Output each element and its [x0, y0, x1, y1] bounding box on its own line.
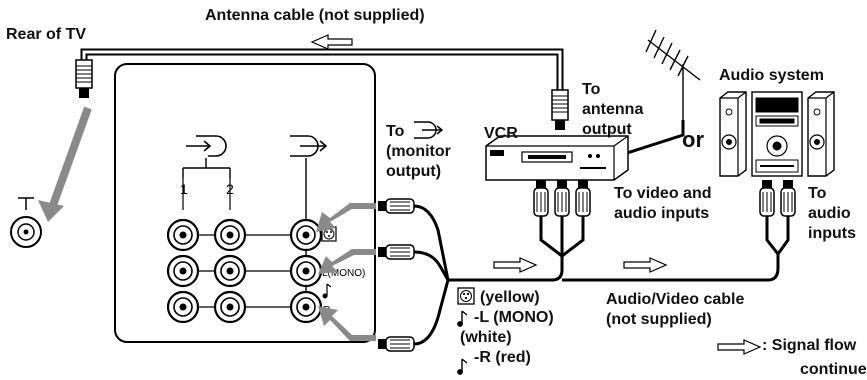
jack[interactable] [213, 218, 247, 252]
audio-rca-plugs [759, 180, 796, 217]
vcr-rca-plugs [533, 180, 591, 217]
audio-system-device [719, 91, 835, 177]
vcr-antenna-plug [551, 89, 569, 130]
jack[interactable] [166, 290, 200, 324]
hollow-arrow-icon [717, 339, 762, 355]
av-cable-label: Audio/Video cable (not supplied) [606, 291, 745, 328]
audio-note-icon [457, 310, 468, 327]
input-bracket [182, 158, 307, 318]
antenna-plug [75, 59, 93, 98]
outdoor-antenna-icon [623, 29, 701, 156]
output-arrow-icon [414, 121, 444, 139]
jack[interactable] [166, 218, 200, 252]
video-jack-icon [321, 226, 337, 242]
audio-note-icon [322, 283, 332, 299]
hollow-arrow-icon [623, 257, 668, 273]
to-audio-inputs-label: To audio inputs [808, 185, 856, 242]
jack[interactable] [213, 290, 247, 324]
output-arrow-icon [290, 135, 328, 157]
vcr-cable-bundle [448, 216, 585, 282]
jack[interactable] [289, 218, 323, 252]
jack[interactable] [289, 290, 323, 324]
or-label: or [682, 127, 704, 152]
vcr-label: VCR [484, 125, 518, 142]
gray-arrow [316, 203, 376, 341]
video-jack-icon [457, 287, 475, 305]
signal-flow-label: : Signal flow [762, 337, 857, 354]
continued-label: continued [800, 361, 867, 378]
audio-note-icon [457, 358, 468, 375]
hollow-arrow-icon [493, 257, 538, 273]
antenna-socket [10, 197, 42, 248]
tv-cable-bundle [413, 204, 450, 346]
to-video-audio-inputs-label: To video and audio inputs [614, 185, 712, 222]
cable-color-legend: (yellow) -L (MONO) (white) -R (red) [460, 289, 554, 366]
tv-rca-plugs [378, 198, 415, 352]
tv-jacks [166, 218, 323, 324]
l-mono-label: L(MONO) [322, 268, 365, 279]
audio-cable [562, 216, 790, 282]
hollow-arrow-icon [310, 34, 353, 50]
input-arrow-icon [186, 135, 227, 157]
vcr-device [485, 135, 629, 181]
rear-of-tv-label: Rear of TV [6, 26, 87, 43]
tv-rear-panel [114, 63, 376, 343]
audio-system-label: Audio system [719, 67, 824, 84]
to-antenna-output-label: To antenna output [582, 81, 644, 138]
jack[interactable] [213, 254, 247, 288]
gray-arrow [48, 106, 92, 210]
input-1-label: 1 [180, 181, 188, 197]
to-monitor-output-label: To (monitor output) [386, 123, 451, 180]
antenna-cable-label: Antenna cable (not supplied) [205, 7, 425, 24]
jack[interactable] [289, 254, 323, 288]
jack[interactable] [166, 254, 200, 288]
